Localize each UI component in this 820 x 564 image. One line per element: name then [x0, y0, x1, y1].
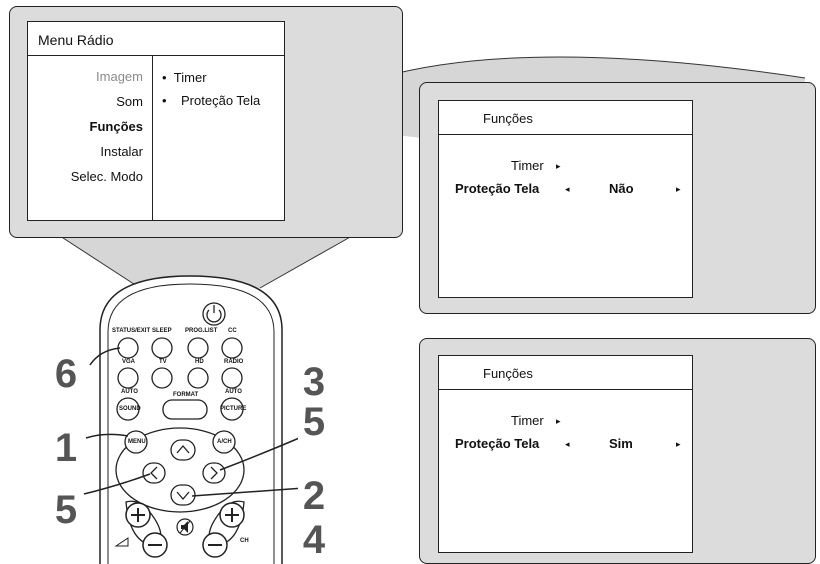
nav-pad	[115, 427, 245, 513]
sleep-label: SLEEP	[152, 328, 172, 334]
auto-sound-top-label: AUTO	[121, 389, 138, 395]
pointer-step6	[89, 347, 121, 366]
sleep-button	[151, 337, 173, 359]
radio-menu-panel: Menu Rádio Imagem Som Funções Instalar S…	[9, 6, 403, 238]
menu-label: MENU	[128, 439, 146, 445]
pointer-step3-5	[219, 435, 305, 471]
funcoes-title-divider	[439, 134, 692, 135]
radio-menu-items: Imagem Som Funções Instalar Selec. Modo	[71, 64, 143, 189]
submenu-label-timer: Timer	[173, 70, 207, 85]
step-label-6: 6	[50, 354, 82, 394]
tv-button	[151, 367, 173, 389]
radio-button	[221, 367, 243, 389]
step-label-4: 4	[298, 520, 330, 560]
step-label-5-left: 5	[50, 490, 82, 530]
left-button	[142, 462, 166, 484]
menu-button	[124, 430, 148, 454]
radio-menu-title: Menu Rádio	[38, 32, 114, 48]
radio-label: RADIO	[224, 359, 244, 365]
cc-label: CC	[228, 328, 237, 334]
format-label: FORMAT	[173, 392, 199, 398]
pointer-step5-left	[83, 473, 151, 495]
power-icon	[202, 302, 226, 326]
submenu-item-timer[interactable]: • Timer	[162, 66, 260, 89]
radio-menu-column-divider	[152, 56, 153, 220]
submenu-item-protecao-tela[interactable]: • Proteção Tela	[162, 89, 260, 112]
step-label-1: 1	[50, 428, 82, 468]
arrow-right-icon[interactable]: ▸	[676, 184, 681, 194]
vga-button	[117, 367, 139, 389]
bullet-icon: •	[162, 93, 167, 108]
ch-label: CH	[240, 538, 249, 544]
timer-label[interactable]: Timer	[511, 158, 544, 173]
ach-label: A/CH	[217, 439, 232, 445]
hd-button	[187, 367, 209, 389]
step-label-2: 2	[298, 476, 330, 516]
auto-picture-button	[220, 397, 244, 421]
step-label-5-right: 5	[298, 402, 330, 442]
protecao-tela-label[interactable]: Proteção Tela	[455, 436, 540, 451]
prog-list-label: PROG.LIST	[185, 328, 218, 334]
pointer-step1	[85, 433, 129, 439]
bullet-icon: •	[162, 70, 167, 85]
submenu-label-protecao-tela: Proteção Tela	[181, 93, 261, 108]
arrow-right-icon: ▸	[556, 161, 561, 171]
down-button	[170, 484, 196, 506]
funcoes-title: Funções	[483, 111, 533, 126]
funcoes-panel-nao: Funções Timer ▸ Proteção Tela ◂ Não ▸	[419, 82, 816, 314]
funcoes-title: Funções	[483, 366, 533, 381]
funcoes-screen-sim: Funções Timer ▸ Proteção Tela ◂ Sim ▸	[438, 355, 693, 553]
protecao-tela-value: Sim	[609, 436, 633, 451]
cc-button	[221, 337, 243, 359]
arrow-left-icon[interactable]: ◂	[565, 439, 570, 449]
tv-label: TV	[159, 359, 167, 365]
protecao-tela-value: Não	[609, 181, 634, 196]
ach-button	[212, 430, 236, 454]
menu-item-imagem[interactable]: Imagem	[96, 69, 143, 84]
timer-label[interactable]: Timer	[511, 413, 544, 428]
radio-menu-screen: Menu Rádio Imagem Som Funções Instalar S…	[27, 21, 285, 221]
funnel-connector	[60, 236, 352, 288]
auto-sound-button	[116, 397, 140, 421]
right-button	[202, 462, 226, 484]
pointer-step2-4	[191, 487, 305, 497]
arrow-right-icon: ▸	[556, 416, 561, 426]
menu-item-instalar[interactable]: Instalar	[100, 144, 143, 159]
radio-submenu: • Timer • Proteção Tela	[162, 66, 260, 112]
menu-item-som[interactable]: Som	[116, 94, 143, 109]
vga-label: VGA	[122, 359, 136, 365]
volume-indicator-icon	[114, 537, 129, 547]
funcoes-panel-sim: Funções Timer ▸ Proteção Tela ◂ Sim ▸	[419, 338, 816, 564]
arrow-left-icon[interactable]: ◂	[565, 184, 570, 194]
up-button	[170, 439, 196, 461]
auto-sound-label: SOUND	[119, 406, 141, 412]
radio-menu-divider	[28, 55, 284, 56]
funcoes-screen-nao: Funções Timer ▸ Proteção Tela ◂ Não ▸	[438, 100, 693, 298]
status-exit-label: STATUS/EXIT	[112, 328, 151, 334]
funcoes-title-divider	[439, 389, 692, 390]
protecao-tela-label[interactable]: Proteção Tela	[455, 181, 540, 196]
step-label-3: 3	[298, 362, 330, 402]
mute-icon	[176, 518, 194, 536]
format-button	[162, 399, 208, 420]
menu-item-funcoes[interactable]: Funções	[89, 119, 143, 134]
hd-label: HD	[195, 359, 204, 365]
menu-item-selec-modo[interactable]: Selec. Modo	[70, 169, 143, 184]
prog-list-button	[187, 337, 209, 359]
status-exit-button	[117, 337, 139, 359]
auto-picture-top-label: AUTO	[225, 389, 242, 395]
auto-picture-label: PICTURE	[220, 406, 247, 412]
arrow-right-icon[interactable]: ▸	[676, 439, 681, 449]
